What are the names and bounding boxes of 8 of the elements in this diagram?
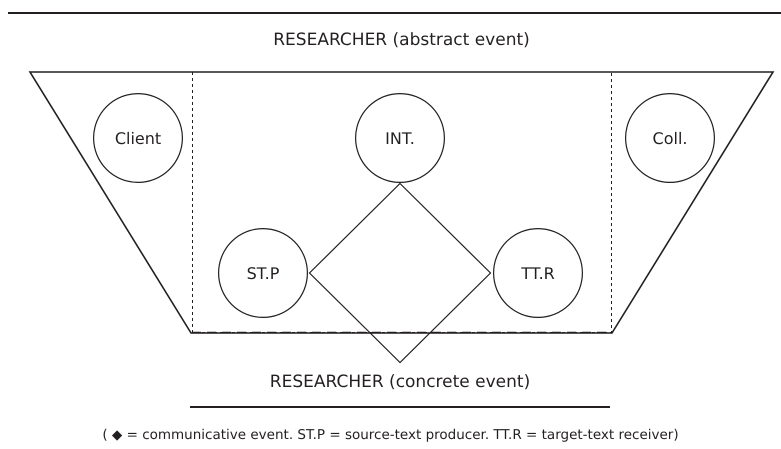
circle-label: TT.R (521, 264, 555, 282)
researcher-label: RESEARCHER (concrete event) (268, 372, 532, 392)
caption: ( ◆ = communicative event. ST.P = source-text producer. TT.R = target-text receiver) (101, 427, 680, 443)
heading: RESEARCHER (abstract event) (272, 30, 531, 50)
circle-label: Client (114, 128, 162, 148)
circle-label: ST.P (246, 264, 280, 282)
circle-label: Coll. (652, 128, 688, 148)
circle-label: INT. (385, 128, 415, 148)
